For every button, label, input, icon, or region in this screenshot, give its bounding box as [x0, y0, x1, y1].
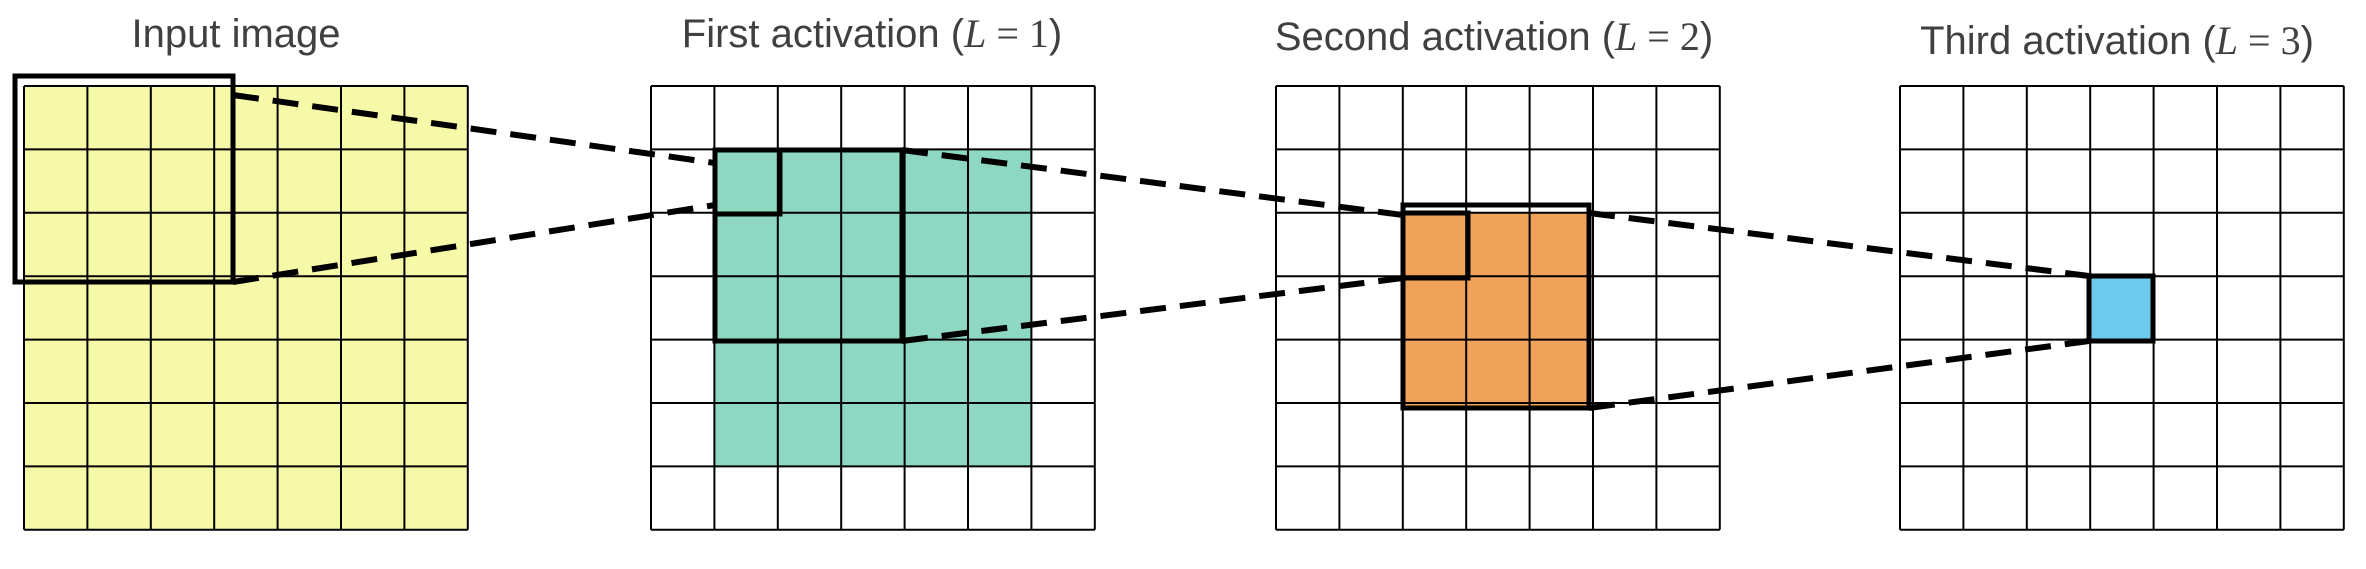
second-activation-fill — [1402, 212, 1588, 407]
connector-line — [1588, 210, 2090, 279]
panel-title-first-activation: First activation (L = 1) — [682, 11, 1062, 56]
third-activation-target-box — [2086, 273, 2156, 344]
connector-line — [232, 92, 716, 166]
panel-title-third-activation: Third activation (L = 3) — [1920, 18, 2314, 63]
connector-line — [1588, 338, 2090, 411]
input-image-grid — [23, 85, 469, 531]
first-activation-fill — [714, 149, 1032, 467]
connector-line — [232, 202, 716, 285]
connector-line — [901, 147, 1404, 218]
connector-line — [901, 275, 1404, 344]
first-activation-receptive-field-box — [712, 147, 905, 344]
input-receptive-field-box — [12, 73, 236, 285]
input-image-fill — [24, 86, 468, 530]
third-activation-fill — [2089, 275, 2153, 341]
panel-title-input: Input image — [131, 12, 340, 56]
second-activation-receptive-field-box — [1400, 202, 1592, 411]
panel-title-second-activation: Second activation (L = 2) — [1275, 14, 1713, 59]
